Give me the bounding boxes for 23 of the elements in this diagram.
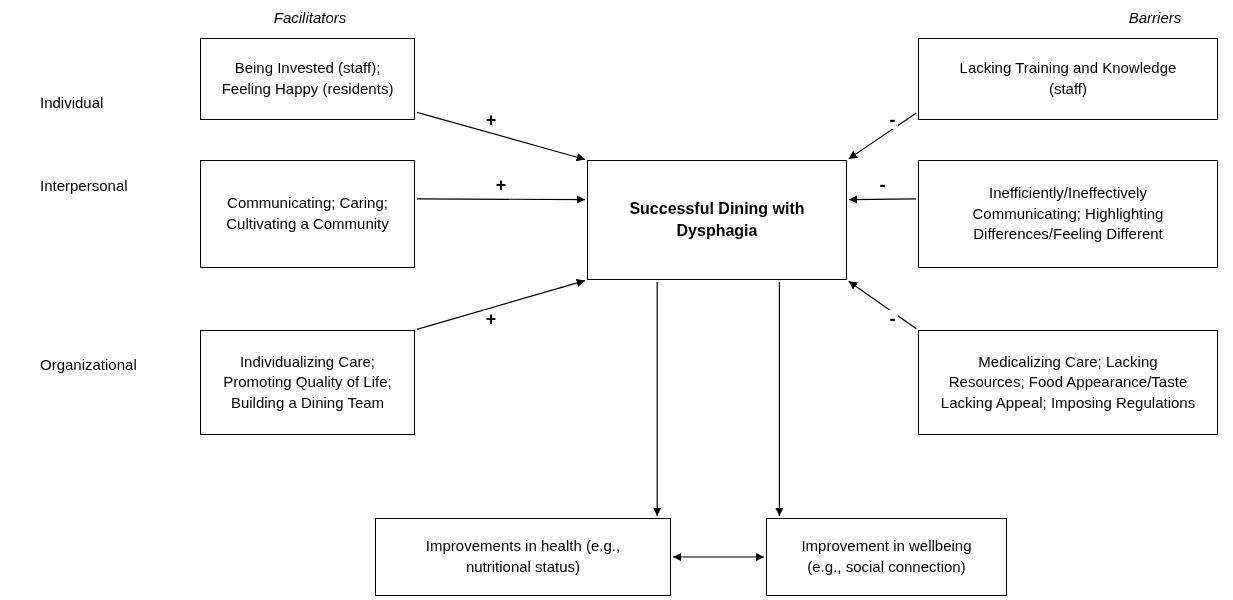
row-label: Interpersonal [40,175,128,196]
row-label: Individual [40,92,104,113]
factor-box: Communicating; Caring; Cultivating a Community [200,160,415,268]
factor-box: Improvement in wellbeing (e.g., social connection) [766,518,1007,596]
factor-box: Medicalizing Care; Lacking Resources; Food Appearance/Taste Lacking Appeal; Imposing Regulations [918,330,1218,435]
arrow [416,195,586,204]
arrow [775,281,784,517]
arrow [848,195,917,204]
arrow [672,552,765,562]
factor-box: Being Invested (staff); Feeling Happy (residents) [200,38,415,120]
arrow [848,280,917,330]
factor-box: Lacking Training and Knowledge (staff) [918,38,1218,120]
arrow [848,112,917,160]
row-label: Organizational [40,354,137,375]
factor-box: Individualizing Care; Promoting Quality of Life; Building a Dining Team [200,330,415,435]
arrow [416,278,586,331]
arrow [653,281,662,517]
column-heading: Facilitators [273,7,347,28]
column-heading: Barriers [1128,7,1182,28]
arrow [416,111,586,162]
factor-box: Improvements in health (e.g., nutritional status) [375,518,671,596]
central-box: Successful Dining with Dysphagia [587,160,847,280]
factor-box: Inefficiently/Ineffectively Communicating; Highlighting Differences/Feeling Different [918,160,1218,268]
